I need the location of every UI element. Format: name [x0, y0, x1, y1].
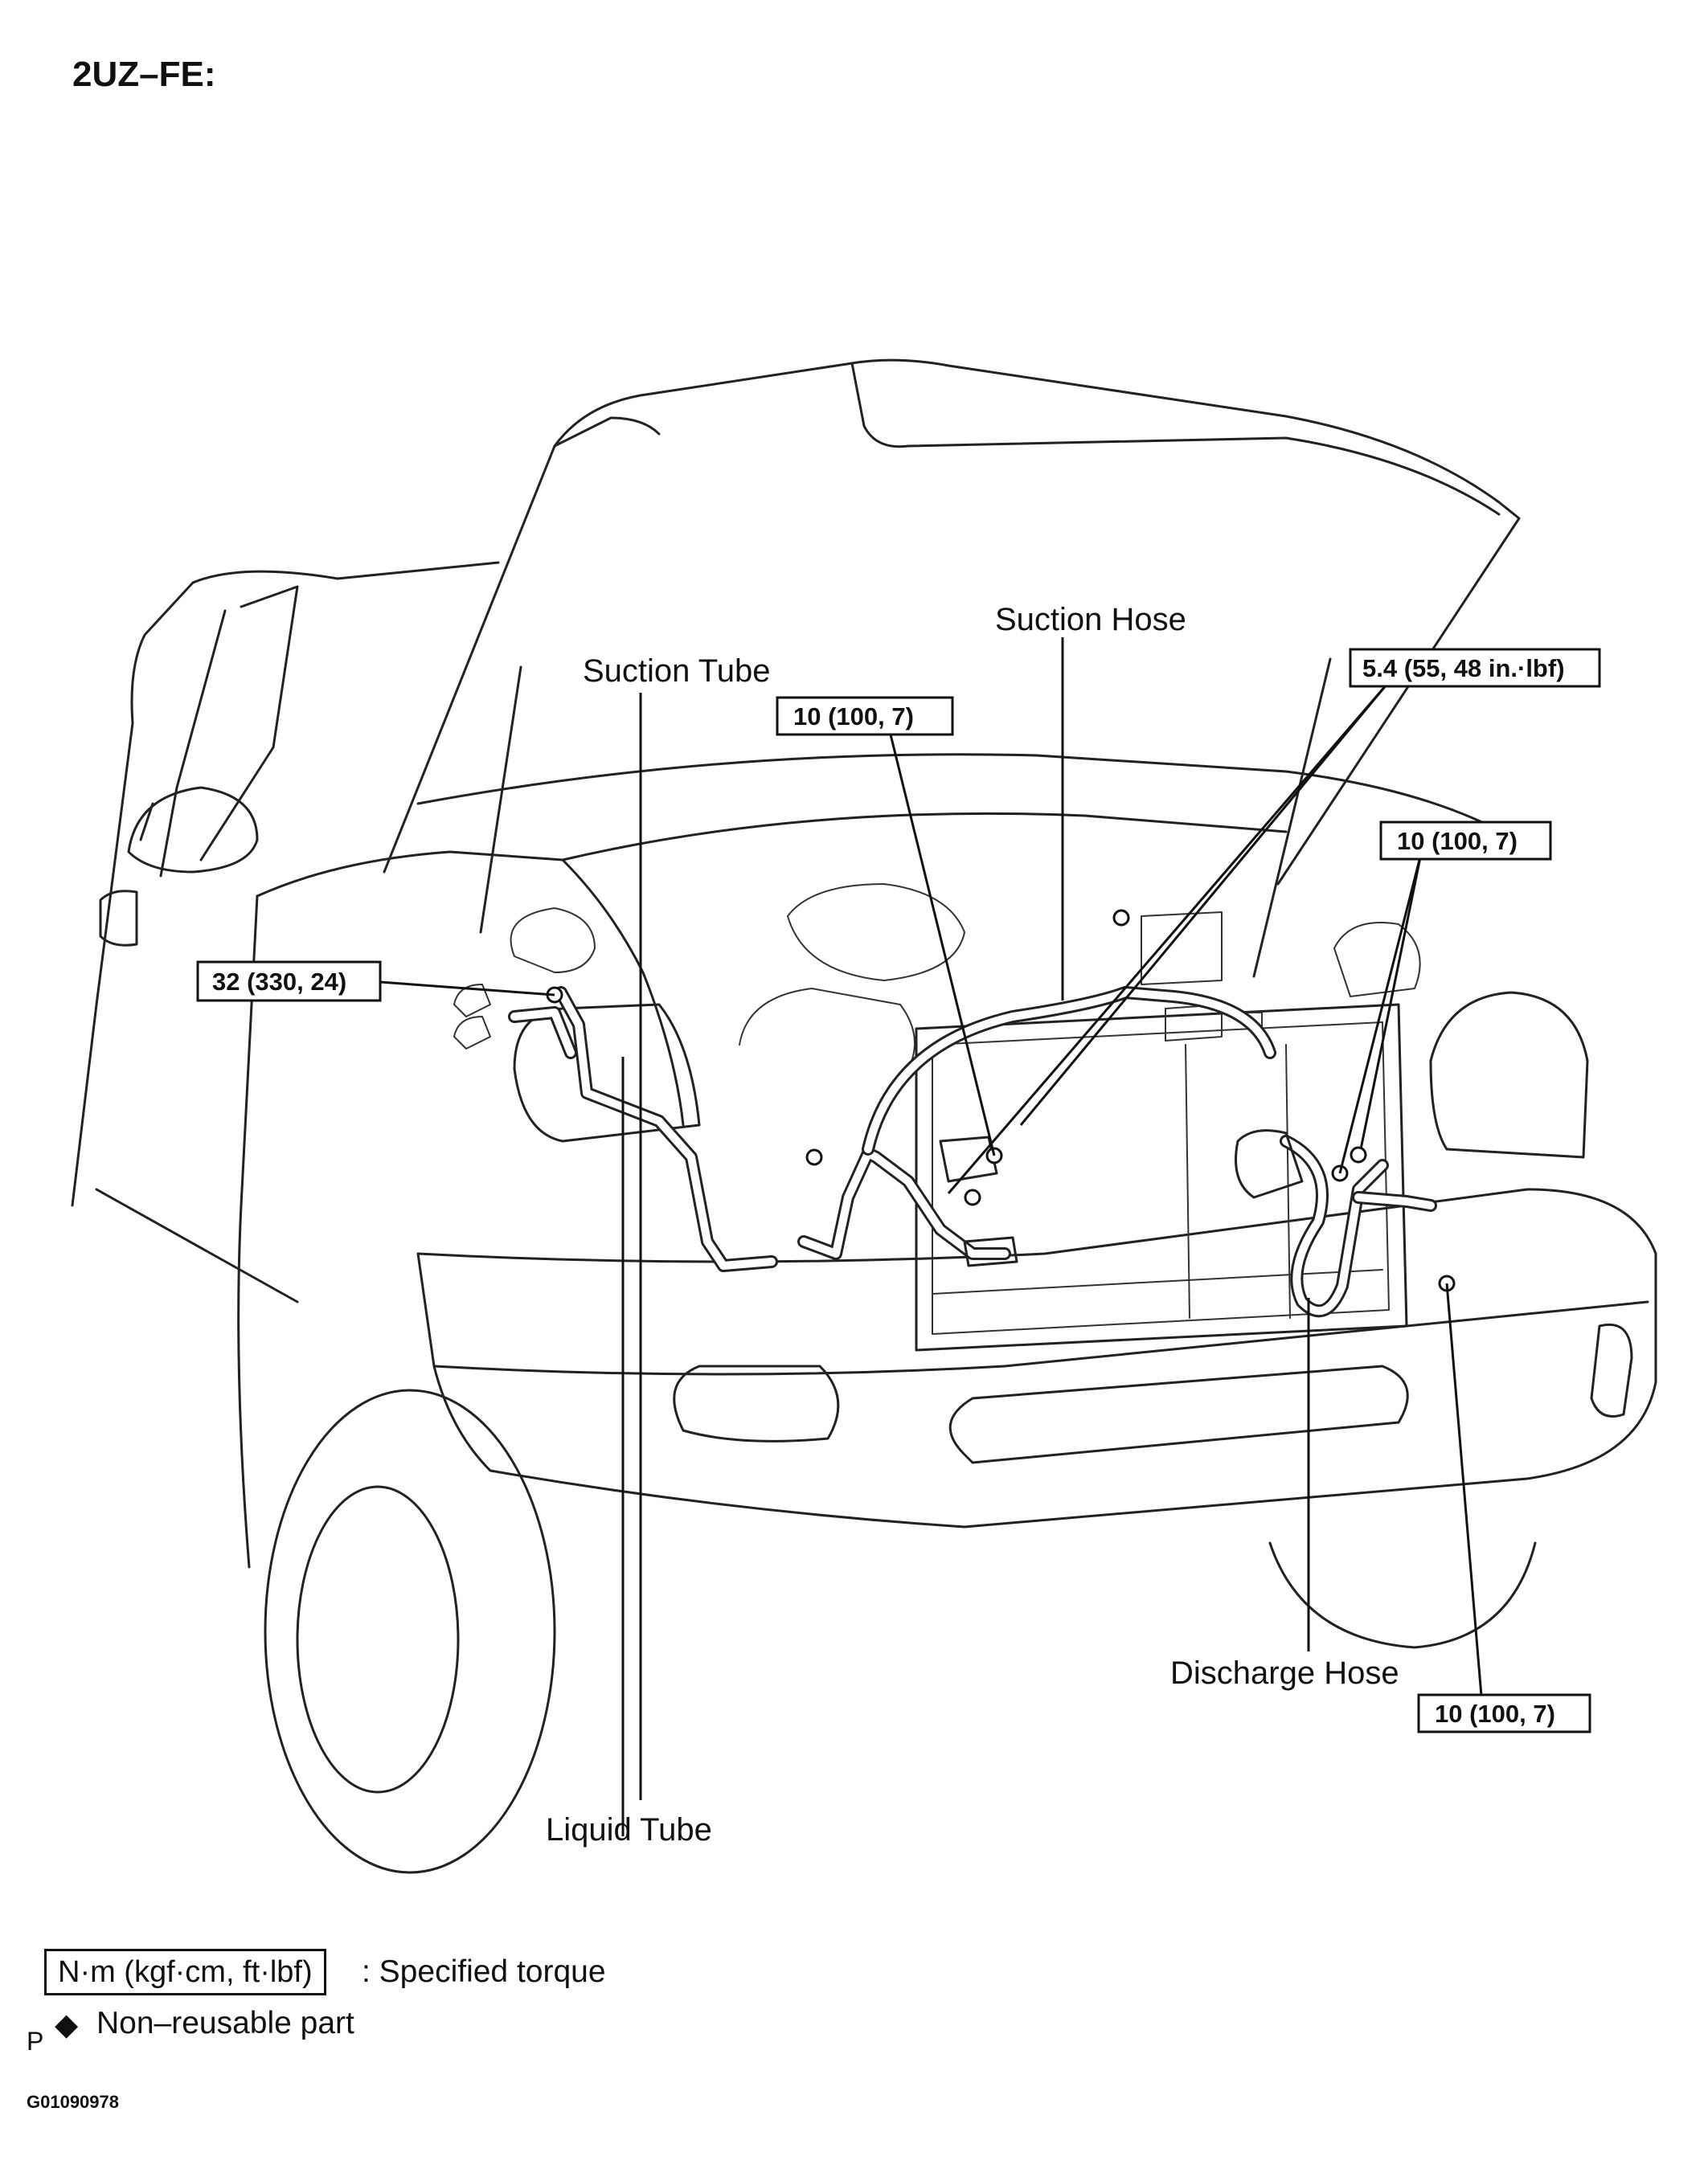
bolt-icon	[1350, 1146, 1367, 1164]
torque-callout-lower: 10 (100, 7)	[1417, 1693, 1591, 1733]
corner-letter: P	[27, 2027, 44, 2056]
legend-nonreusable-text: Non–reusable part	[96, 2006, 354, 2040]
svg-text:10 (100, 7): 10 (100, 7)	[1397, 827, 1518, 855]
legend-torque-text: : Specified torque	[362, 1954, 606, 1989]
truck-illustration	[71, 358, 1657, 1874]
bolt-icon	[964, 1189, 981, 1206]
label-liquid-tube: Liquid Tube	[546, 1812, 712, 1848]
svg-text:32 (330, 24): 32 (330, 24)	[212, 968, 346, 996]
svg-text:10 (100, 7): 10 (100, 7)	[1435, 1700, 1555, 1728]
torque-callout-compressor: 10 (100, 7)	[1379, 821, 1552, 861]
ac-lines	[508, 986, 1437, 1318]
bolt-icon	[805, 1148, 823, 1166]
leader-lines	[379, 637, 1483, 1836]
diamond-icon: ◆	[55, 2008, 79, 2042]
svg-text:5.4 (55, 48 in.·lbf): 5.4 (55, 48 in.·lbf)	[1362, 654, 1565, 682]
bolts	[546, 909, 1456, 1292]
label-discharge-hose: Discharge Hose	[1170, 1655, 1399, 1691]
label-suction-hose: Suction Hose	[995, 602, 1186, 637]
legend-torque-unit-box: N·m (kgf·cm, ft·lbf)	[44, 1949, 326, 1995]
torque-callout-bracket: 10 (100, 7)	[776, 696, 954, 736]
torque-callout-suction-nuts: 5.4 (55, 48 in.·lbf)	[1349, 648, 1601, 688]
engine-code-heading: 2UZ–FE:	[72, 55, 216, 94]
label-suction-tube: Suction Tube	[583, 653, 771, 689]
figure-code: G01090978	[27, 2092, 119, 2112]
torque-callout-fender: 32 (330, 24)	[196, 960, 382, 1002]
svg-text:10 (100, 7): 10 (100, 7)	[793, 702, 914, 731]
bolt-icon	[1112, 909, 1130, 927]
